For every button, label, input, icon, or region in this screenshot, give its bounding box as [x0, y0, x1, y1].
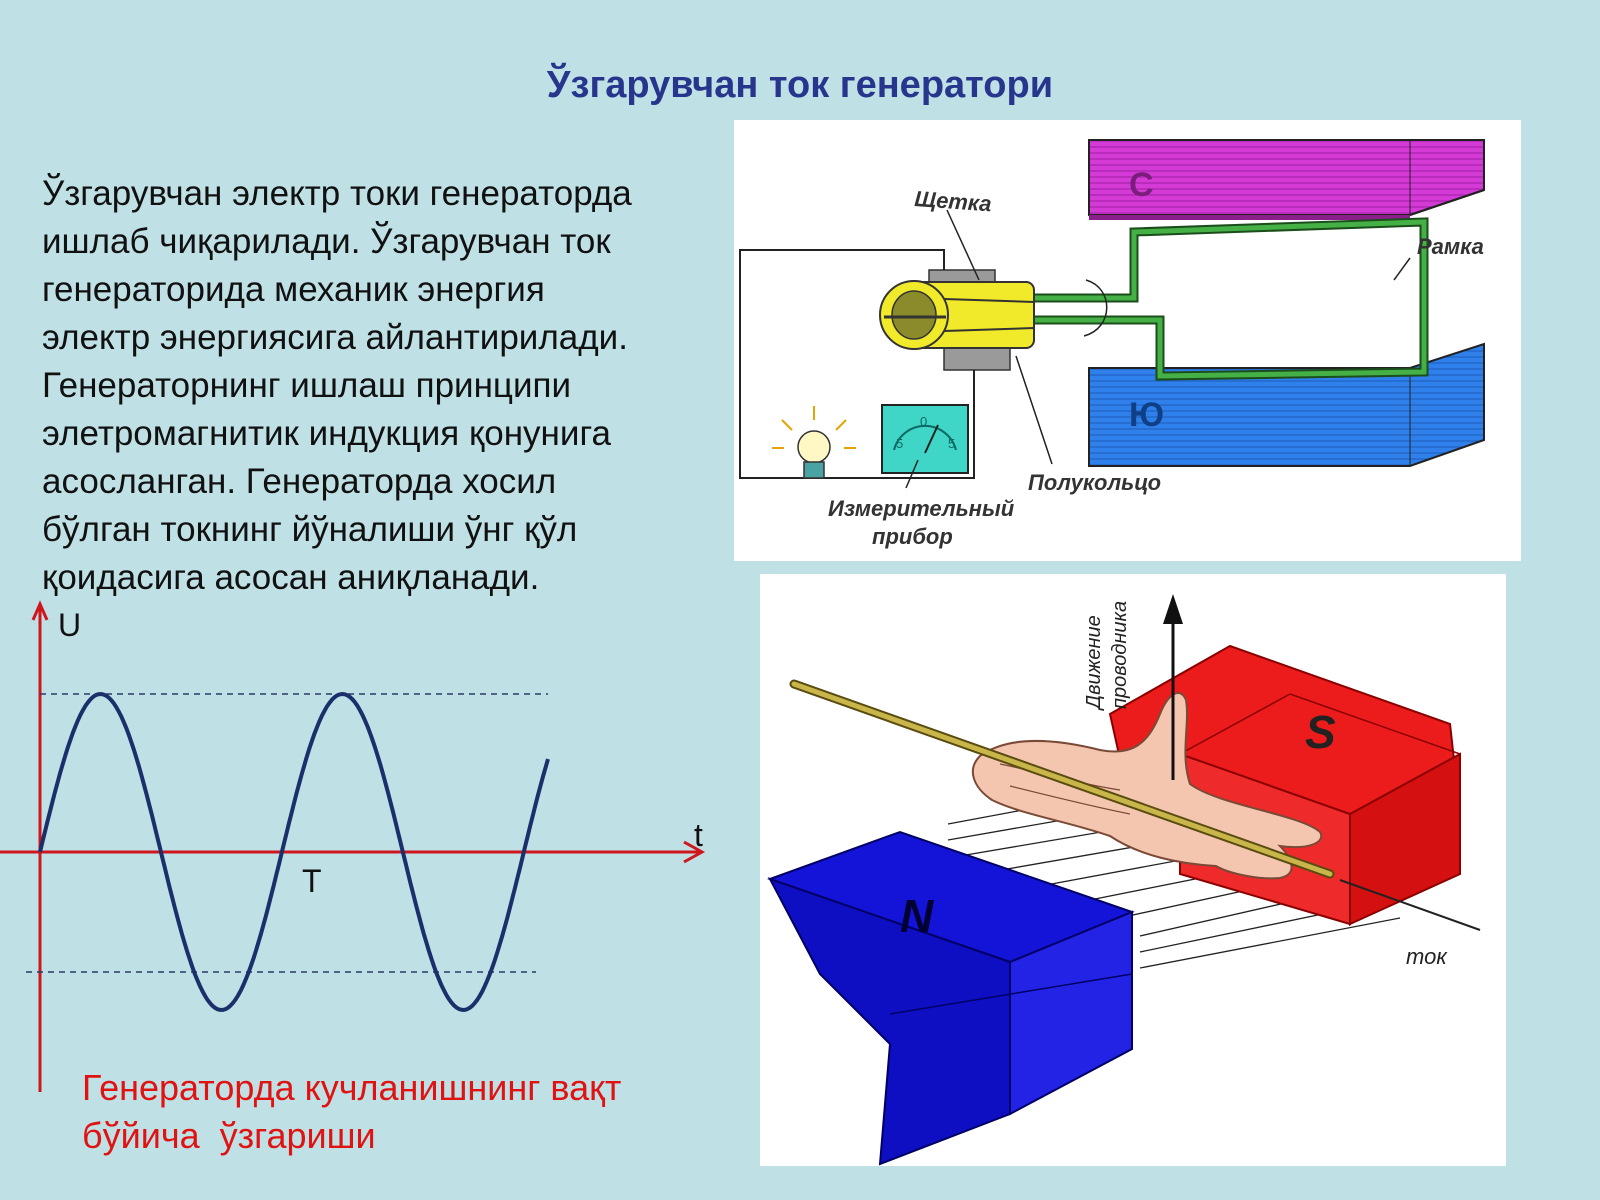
graph-caption: Генераторда кучланишнинг вақт бўйича ўзг…	[82, 1064, 621, 1160]
south-pole-label: S	[1305, 706, 1336, 758]
svg-text:5: 5	[896, 436, 903, 451]
north-pole-label: N	[900, 890, 934, 942]
meter-icon: 5 0 5	[881, 404, 969, 474]
body-line: асосланган. Генераторда хосил	[42, 462, 557, 501]
half-ring-label: Полукольцо	[1028, 470, 1161, 495]
meter-label-1: Измерительный	[828, 496, 1015, 521]
current-label: ток	[1406, 944, 1448, 969]
body-line: электр энергиясига айлантирилади.	[42, 318, 628, 357]
motion-label-2: проводника	[1109, 601, 1131, 709]
body-line: Генераторнинг ишлаш принципи	[42, 366, 572, 405]
commutator	[879, 269, 1035, 371]
body-text: Ўзгарувчан электр токи генераторда ишлаб…	[42, 170, 742, 602]
right-hand-rule-diagram: S N	[767, 594, 1481, 1166]
voltage-graph: U t T	[0, 600, 706, 1092]
motion-arrow	[1163, 594, 1183, 780]
svg-text:5: 5	[948, 436, 955, 451]
slide-title: Ўзгарувчан ток генератори	[546, 64, 1054, 106]
generator-diagram-panel: С Ю	[734, 120, 1521, 561]
motion-label-1: Движение	[1083, 615, 1105, 711]
south-magnet: S	[1108, 644, 1462, 927]
right-hand-rule-panel: S N	[760, 574, 1506, 1166]
x-axis-label: t	[694, 817, 703, 853]
south-magnet: С	[1088, 139, 1485, 220]
conductor-rod-highlight	[791, 681, 1333, 877]
current-direction-line	[1339, 879, 1481, 931]
body-line: қоидасига асосан аниқланади.	[42, 558, 540, 597]
x-axis-arrow	[683, 840, 706, 864]
body-line: бўлган токнинг йўналиши ўнг қўл	[42, 510, 578, 549]
right-hand	[971, 692, 1323, 880]
south-pole-label: С	[1129, 166, 1154, 204]
brush-label: Щетка	[914, 186, 993, 216]
body-line: Ўзгарувчан электр токи генераторда	[42, 174, 632, 213]
lamp-icon	[772, 406, 856, 479]
north-pole-label: Ю	[1129, 396, 1164, 434]
y-axis-arrow	[31, 600, 49, 621]
generator-diagram: С Ю	[739, 139, 1485, 549]
voltage-curve	[38, 691, 550, 1013]
caption-line: Генераторда кучланишнинг вақт	[82, 1067, 622, 1108]
north-magnet: N	[767, 830, 1135, 1166]
body-line: генераторида механик энергия	[42, 270, 545, 309]
svg-text:0: 0	[920, 414, 927, 429]
body-line: элетромагнитик индукция қонунига	[42, 414, 611, 453]
period-label: T	[302, 863, 322, 899]
caption-line: бўйича ўзгариши	[82, 1115, 376, 1156]
body-line: ишлаб чиқарилади. Ўзгарувчан ток	[42, 222, 611, 261]
rotating-frame	[1034, 217, 1429, 381]
leader-lines	[905, 209, 1411, 489]
meter-label-2: прибор	[872, 524, 953, 549]
frame-label: Рамка	[1417, 234, 1484, 259]
y-axis-label: U	[58, 607, 81, 643]
